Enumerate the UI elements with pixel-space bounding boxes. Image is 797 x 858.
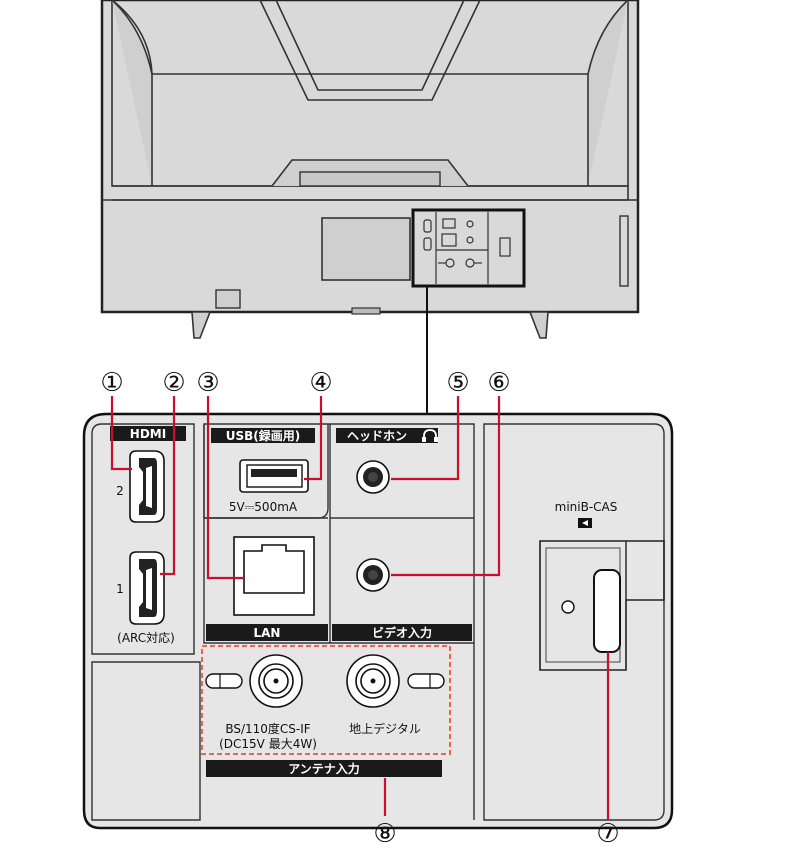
- callout-4: ④: [309, 368, 332, 398]
- callout-6: ⑥: [487, 368, 510, 398]
- antenna-label: アンテナ入力: [288, 761, 360, 776]
- video-in-jack: [356, 558, 390, 592]
- callout-7: ⑦: [596, 819, 619, 849]
- bs-cs-label-line2: (DC15V 最大4W): [219, 737, 317, 751]
- terrestrial-antenna-port: [346, 654, 445, 708]
- callout-lines: [110, 396, 610, 820]
- antenna-label-bar: [206, 760, 442, 777]
- hdmi-2-label: 2: [116, 484, 124, 498]
- hdmi-arc-label: (ARC対応): [117, 631, 175, 645]
- terrestrial-label: 地上デジタル: [349, 721, 421, 736]
- callout-numbers: ① ② ③ ④ ⑤ ⑥ ⑦ ⑧: [100, 368, 619, 849]
- headphone-icon: [422, 429, 438, 442]
- bs-cs-antenna-port: [205, 654, 303, 708]
- usb-label: USB(録画用): [226, 428, 301, 443]
- video-in-label: ビデオ入力: [372, 625, 432, 640]
- usb-rating-label: 5V⎓500mA: [229, 500, 298, 514]
- connection-panel: HDMI 2 1 (ARC対応) USB(録画用) 5V⎓500mA: [82, 412, 674, 830]
- card-insert-icon: [578, 518, 592, 528]
- lan-label: LAN: [254, 626, 281, 640]
- antenna-highlight-box: [201, 645, 451, 755]
- usb-label-bar: [211, 428, 315, 443]
- hdmi-2-port: [129, 450, 165, 523]
- minib-cas-label: miniB-CAS: [555, 500, 618, 514]
- headphone-jack: [356, 460, 390, 494]
- bs-cs-label-line1: BS/110度CS-IF: [225, 721, 310, 736]
- video-in-label-bar: [332, 624, 472, 641]
- hdmi-label-bar: [110, 426, 186, 441]
- minib-cas-slot: [539, 540, 665, 671]
- hdmi-1-port: [129, 551, 165, 625]
- callout-8: ⑧: [373, 819, 396, 849]
- tv-back: [100, 0, 640, 339]
- callout-5: ⑤: [446, 368, 469, 398]
- callout-1: ①: [100, 368, 123, 398]
- hdmi-1-label: 1: [116, 582, 124, 596]
- headphone-label: ヘッドホン: [347, 429, 407, 443]
- lan-port: [233, 536, 315, 616]
- hdmi-label: HDMI: [130, 427, 166, 441]
- callout-2: ②: [162, 368, 185, 398]
- headphone-label-bar: [336, 428, 438, 443]
- lan-label-bar: [206, 624, 328, 641]
- callout-3: ③: [196, 368, 219, 398]
- usb-port: [239, 459, 309, 493]
- tv-port-area: [411, 208, 526, 288]
